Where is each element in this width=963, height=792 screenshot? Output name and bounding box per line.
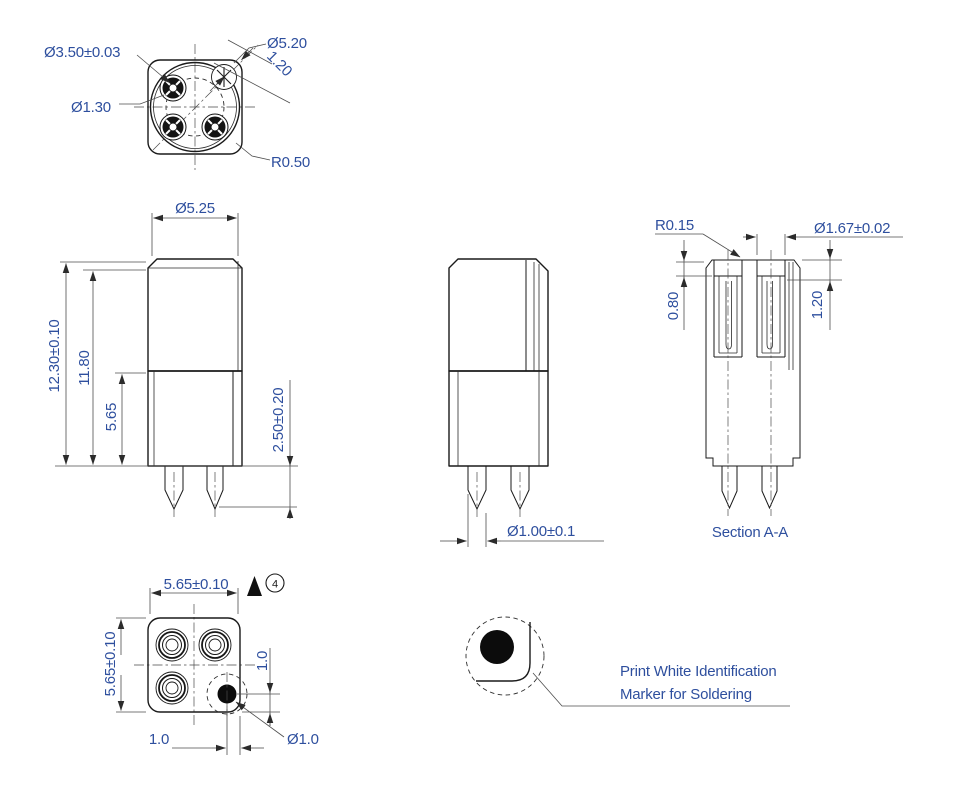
dim-counterbore-depth: 0.80 <box>665 240 712 330</box>
body-circle <box>149 61 241 153</box>
dim-bore-depth: 1.20 <box>787 240 842 330</box>
bottom-pin-top-left <box>155 628 189 662</box>
dim-marker-offset-horizontal-value: 1.0 <box>149 731 169 748</box>
dim-pin-hole: Ø1.30 <box>71 94 165 116</box>
dim-base-height-value: 5.65 <box>103 403 120 431</box>
section-pin-right <box>761 465 778 510</box>
front-base-outline <box>147 370 243 467</box>
front-cap-outline <box>147 258 243 372</box>
dim-pin-diameter: Ø1.00±0.1 <box>440 494 604 547</box>
dim-marker-offset-value: 1.20 <box>263 48 295 80</box>
dim-bottom-height-value: 5.65±0.10 <box>102 632 119 697</box>
dim-bottom-width: 5.65±0.10 <box>149 576 239 614</box>
dim-pin-hole-value: Ø1.30 <box>71 99 111 116</box>
dim-bottom-height: 5.65±0.10 <box>102 617 146 713</box>
side-base-outline <box>448 370 549 467</box>
pin-contact-bottom-left <box>159 113 187 141</box>
dim-marker-offset-vertical-value: 1.0 <box>254 651 271 671</box>
detail-leader-line <box>532 672 790 707</box>
dim-body-diameter-value: Ø5.20 <box>267 35 307 52</box>
housing-outline <box>147 59 243 155</box>
side-view: Ø1.00±0.1 <box>440 258 604 547</box>
pin-contact-bottom-right <box>201 113 229 141</box>
detail-view: Print White Identification Marker for So… <box>465 616 790 707</box>
dim-pin-length-value: 2.50±0.20 <box>270 388 287 453</box>
section-view: R0.15 Ø1.67±0.02 0.80 <box>655 217 903 541</box>
solder-flag-triangle-icon <box>247 576 262 596</box>
dim-head-diameter-value: Ø5.25 <box>175 200 215 217</box>
bottom-pin-top-right <box>198 628 232 662</box>
dim-body-diameter: Ø5.20 <box>233 35 307 64</box>
section-label: Section A-A <box>712 524 788 541</box>
dim-head-diameter: Ø5.25 <box>151 200 239 256</box>
dim-bottom-width-value: 5.65±0.10 <box>164 576 229 593</box>
top-view: 1.20 Ø3.50±0.03 Ø5.20 Ø1.30 R0.50 <box>44 35 310 171</box>
dim-marker-offset-horizontal: 1.0 <box>149 706 264 755</box>
side-cap-outline <box>448 258 549 372</box>
bolt-circle <box>165 77 225 137</box>
dim-fillet-radius-value: R0.15 <box>655 217 694 234</box>
detail-note-line1: Print White Identification <box>620 663 777 680</box>
detail-dashed-circle <box>465 616 545 696</box>
dim-pin-length: 2.50±0.20 <box>219 380 297 519</box>
bottom-view: 5.65±0.10 5.65±0.10 1.0 1.0 <box>102 573 319 755</box>
dim-counterbore-depth-value: 0.80 <box>665 292 682 320</box>
dim-bolt-circle: Ø3.50±0.03 <box>44 44 171 84</box>
dim-corner-radius-value: R0.50 <box>271 154 310 171</box>
flag-count-value: 4 <box>272 579 278 591</box>
section-pin-left <box>721 465 738 510</box>
bottom-housing-outline <box>147 617 241 713</box>
front-view: Ø5.25 12.30±0.10 11.80 5.65 <box>46 200 298 519</box>
body-chamfer-circle <box>153 65 237 149</box>
dim-bore-depth-value: 1.20 <box>809 291 826 319</box>
detail-note-line2: Marker for Soldering <box>620 686 752 703</box>
flag-count-circle <box>265 573 285 593</box>
dim-total-height-value: 12.30±0.10 <box>46 320 63 393</box>
dim-corner-radius: R0.50 <box>235 142 310 171</box>
dim-marker-diameter: Ø1.0 <box>235 701 319 748</box>
dim-base-height: 5.65 <box>103 372 146 465</box>
dim-total-height: 12.30±0.10 <box>46 261 146 465</box>
dim-pin-diameter-value: Ø1.00±0.1 <box>507 523 575 540</box>
dim-bore-diameter-value: Ø1.67±0.02 <box>814 220 890 237</box>
dim-fillet-radius: R0.15 <box>655 217 741 258</box>
dim-body-height-value: 11.80 <box>76 350 93 385</box>
dim-bolt-circle-value: Ø3.50±0.03 <box>44 44 120 61</box>
dim-marker-diameter-value: Ø1.0 <box>287 731 319 748</box>
detail-marker-dot <box>480 630 514 664</box>
section-side-slot <box>789 262 793 370</box>
dim-bore-diameter: Ø1.67±0.02 <box>743 220 903 255</box>
section-bore-left <box>713 260 743 358</box>
dim-body-height: 11.80 <box>76 269 146 465</box>
detail-corner-outline <box>476 622 531 682</box>
pin-contact-top-left <box>159 74 187 102</box>
bottom-pin-bottom-left <box>155 671 189 705</box>
dim-marker-offset-vertical: 1.0 <box>237 648 280 726</box>
